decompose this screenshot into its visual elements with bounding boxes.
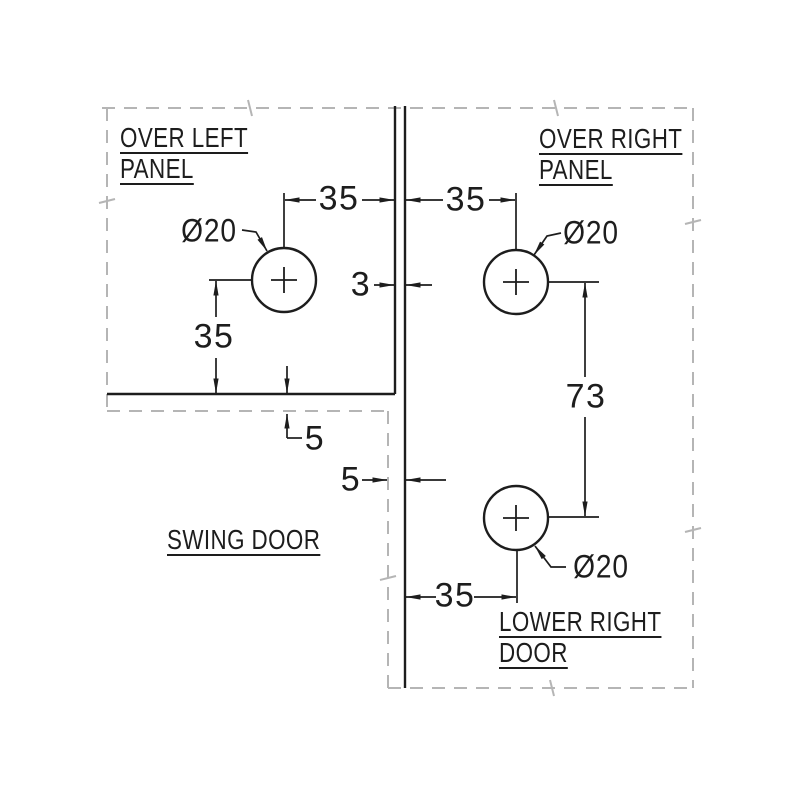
diameter-label-upper-right-hole: Ø20 [563, 214, 619, 251]
leader-left-hole [241, 229, 268, 252]
label-over-left-panel-line1: OVER LEFT [120, 122, 249, 153]
hole-upper-right [482, 248, 550, 316]
dim-text-right-holes-spacing: 73 [565, 377, 607, 416]
diameter-label-lower-right-hole: Ø20 [573, 548, 629, 585]
label-over-right-panel: OVER RIGHT PANEL [539, 123, 682, 185]
label-swing-door-line1: SWING DOOR [167, 524, 321, 555]
label-lower-right-door-line1: LOWER RIGHT [499, 606, 662, 637]
leader-upper-right-hole [533, 232, 562, 256]
diameter-label-left-hole: Ø20 [181, 212, 237, 249]
label-over-right-panel-line1: OVER RIGHT [539, 123, 683, 154]
dim-text-left-hole-to-bottom: 35 [193, 317, 235, 356]
leader-lower-right-hole [534, 545, 566, 568]
label-over-right-panel-line2: PANEL [539, 154, 613, 185]
panel-boundary-dashed [102, 107, 694, 689]
dim-text-gap-to-right-hole: 35 [445, 180, 487, 219]
dim-gap-to-right-hole [405, 193, 517, 250]
label-lower-right-door: LOWER RIGHT DOOR [499, 606, 661, 668]
hole-upper-right-crosshair [503, 269, 529, 295]
label-over-left-panel-line2: PANEL [120, 153, 194, 184]
dim-lower-hole-to-edge [405, 549, 518, 603]
hole-left-crosshair [271, 267, 297, 293]
panel-edges-solid [107, 106, 407, 688]
dim-left-hole-to-gap [283, 193, 395, 248]
dim-text-panel-gap: 3 [350, 265, 372, 304]
label-swing-door: SWING DOOR [167, 524, 320, 555]
dim-text-panel-door-clearance: 5 [304, 419, 326, 458]
dim-panel-door-clearance [284, 366, 302, 439]
label-over-left-panel: OVER LEFT PANEL [120, 122, 248, 184]
boundary-tick-marks [98, 99, 702, 697]
hole-lower-right [482, 484, 550, 552]
hole-left [250, 246, 318, 314]
dim-right-holes-spacing [547, 281, 599, 518]
hole-lower-right-crosshair [503, 505, 529, 531]
dimension-lines [209, 193, 599, 603]
dim-left-hole-to-bottom [209, 279, 252, 394]
dim-text-door-edge-clearance: 5 [340, 460, 362, 499]
dim-text-left-hole-to-gap: 35 [318, 179, 360, 218]
dim-text-lower-hole-to-edge: 35 [434, 576, 476, 615]
label-lower-right-door-line2: DOOR [499, 637, 568, 668]
